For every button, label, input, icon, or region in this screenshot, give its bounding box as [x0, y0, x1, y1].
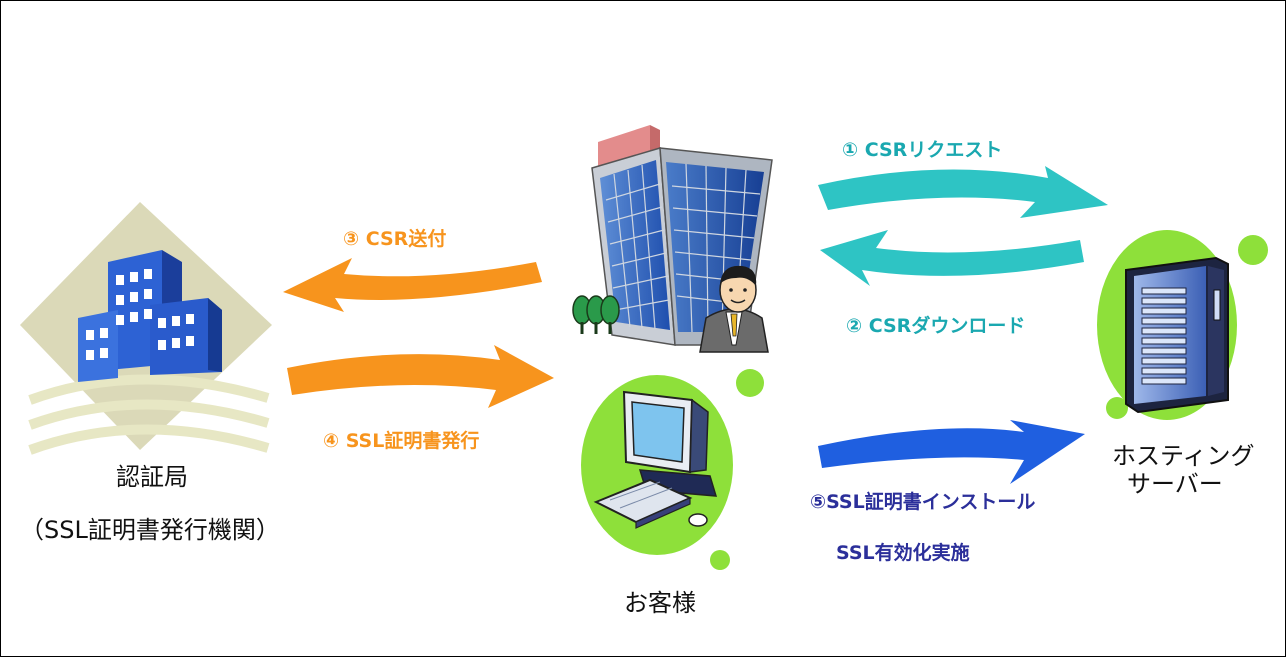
ca-name: 認証局 — [116, 463, 188, 491]
arrow-ssl-issue — [287, 345, 554, 408]
certificate-authority-building-icon — [20, 202, 272, 455]
trees-icon — [572, 295, 620, 334]
computer-icon — [581, 369, 764, 570]
arrow-ssl-install — [818, 420, 1085, 484]
step-3-label: ③ CSR送付 — [343, 228, 447, 250]
step-5-sublabel: SSL有効化実施 — [836, 542, 970, 564]
step-1-label: ① CSRリクエスト — [842, 139, 1003, 161]
step-4-label: ④ SSL証明書発行 — [323, 430, 480, 452]
step-5-label: ⑤SSL証明書インストール — [810, 491, 1036, 513]
hosting-name-line1: ホスティング — [1112, 442, 1255, 470]
arrow-csr-request — [818, 166, 1108, 218]
arrow-csr-download — [820, 230, 1084, 286]
step-2-label: ② CSRダウンロード — [846, 315, 1026, 337]
businessman-icon — [699, 265, 769, 353]
office-tower-icon — [591, 125, 773, 346]
server-rack-icon — [1097, 230, 1268, 420]
hosting-name-line2: サーバー — [1127, 470, 1223, 498]
customer-name: お客様 — [624, 589, 696, 617]
ca-description: （SSL証明書発行機関） — [20, 516, 280, 544]
arrow-csr-send — [283, 258, 542, 312]
